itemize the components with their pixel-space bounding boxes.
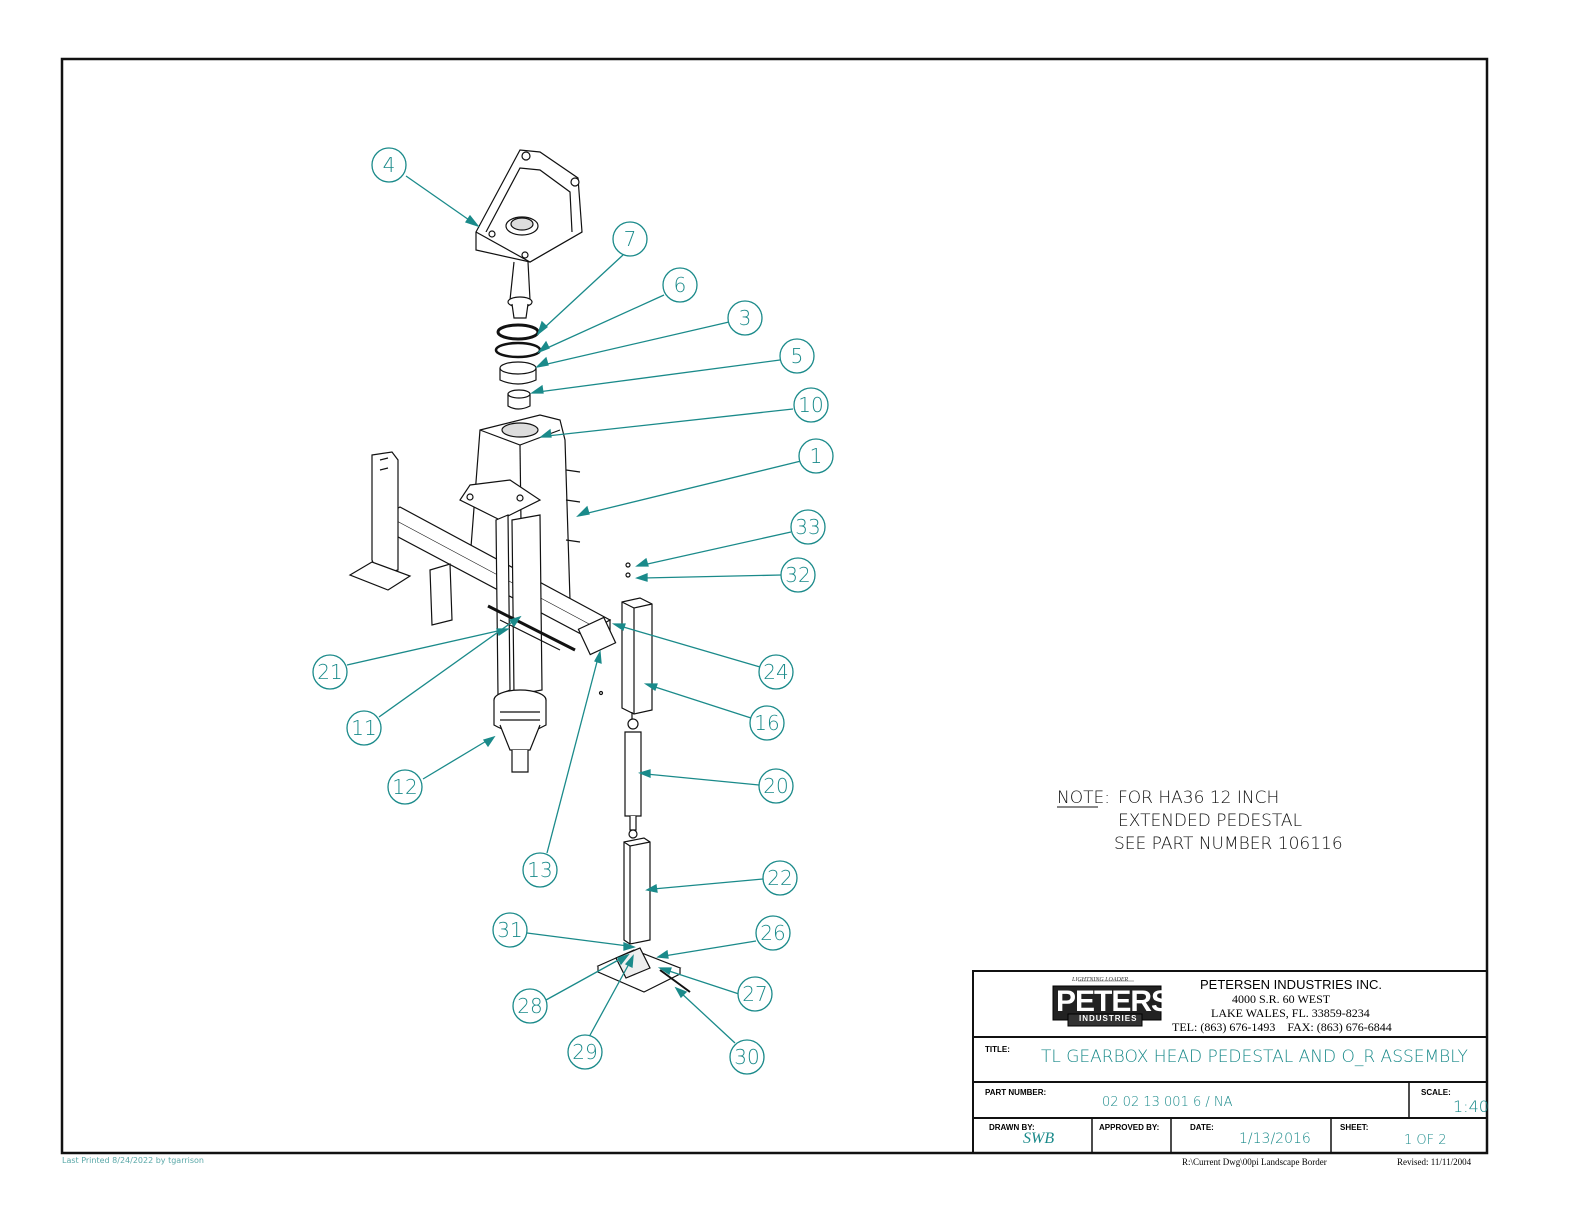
border-revised-date: Revised: 11/11/2004	[1397, 1157, 1472, 1167]
part-number-label: PART NUMBER:	[985, 1088, 1047, 1097]
note-line-3: SEE PART NUMBER 106116	[1114, 834, 1343, 854]
balloon-label: 27	[742, 982, 768, 1006]
balloon-label: 29	[572, 1040, 598, 1064]
balloon-circle-3	[727, 300, 763, 336]
date-value: 1/13/2016	[1239, 1131, 1311, 1147]
scale-value: 1:40	[1453, 1097, 1489, 1116]
balloon-label: 32	[785, 563, 811, 587]
scale-label: SCALE:	[1421, 1088, 1451, 1097]
balloon-circle-16	[749, 705, 785, 741]
balloon-label: 7	[623, 227, 637, 251]
balloon-label: 16	[754, 711, 780, 735]
part-number-value: 02 02 13 001 6 / NA	[1102, 1095, 1233, 1110]
balloon-circle-21	[312, 654, 348, 690]
balloon-circle-1	[798, 438, 834, 474]
balloon-label: 30	[734, 1045, 760, 1069]
balloon-circle-13	[522, 852, 558, 888]
balloon-label: 6	[673, 273, 687, 297]
balloon-circle-4	[371, 147, 407, 183]
exploded-assembly-drawing	[348, 149, 691, 993]
balloon-label: 10	[798, 393, 824, 417]
balloon-circle-28	[512, 988, 548, 1024]
balloon-label: 33	[795, 515, 821, 539]
company-address-1: 4000 S.R. 60 WEST	[1232, 992, 1331, 1006]
balloon-label: 5	[790, 344, 804, 368]
company-name: PETERSEN INDUSTRIES INC.	[1200, 977, 1383, 992]
balloon-circle-5	[779, 338, 815, 374]
balloon-circle-33	[790, 509, 826, 545]
balloon-label: 1	[809, 444, 823, 468]
drawing-border	[60, 57, 1489, 1155]
logo-tagline: LIGHTNING LOADER	[1072, 977, 1129, 983]
sheet-value: 1 OF 2	[1404, 1133, 1447, 1148]
balloon-circle-7	[612, 221, 648, 257]
balloon-circle-6	[662, 267, 698, 303]
balloon-circle-27	[737, 976, 773, 1012]
logo-sub: INDUSTRIES	[1079, 1014, 1138, 1023]
petersen-logo	[1052, 980, 1162, 1027]
balloon-circle-12	[387, 769, 423, 805]
sheet-label: SHEET:	[1340, 1123, 1369, 1132]
balloon-circle-26	[755, 915, 791, 951]
drawn-by-label: DRAWN BY:	[989, 1123, 1035, 1132]
balloon-circle-22	[762, 860, 798, 896]
last-printed-note: Last Printed 8/24/2022 by tgarrison	[62, 1156, 204, 1165]
date-label: DATE:	[1190, 1123, 1214, 1132]
approved-by-label: APPROVED BY:	[1099, 1123, 1160, 1132]
balloon-label: 26	[760, 921, 786, 945]
note-heading: NOTE:	[1057, 788, 1110, 808]
border-file-path: R:\Current Dwg\00pi Landscape Border	[1182, 1157, 1327, 1167]
drawing-title: TL GEARBOX HEAD PEDESTAL AND O_R ASSEMBL…	[1041, 1047, 1468, 1067]
balloon-circle-32	[780, 557, 816, 593]
logo-name: PETERSEN	[1056, 985, 1211, 1018]
balloon-label: 31	[497, 918, 523, 942]
note-line-1: FOR HA36 12 INCH	[1118, 788, 1280, 808]
balloon-circles	[312, 147, 834, 1075]
balloon-label: 3	[738, 306, 752, 330]
balloon-circle-29	[567, 1034, 603, 1070]
balloon-label: 24	[763, 660, 789, 684]
balloon-label: 13	[527, 858, 553, 882]
title-label: TITLE:	[985, 1045, 1010, 1054]
balloon-label: 11	[351, 716, 377, 740]
balloon-circle-20	[758, 768, 794, 804]
company-address-2: LAKE WALES, FL. 33859-8234	[1211, 1006, 1370, 1020]
balloon-circle-30	[729, 1039, 765, 1075]
balloon-label: 28	[517, 994, 543, 1018]
balloon-label: 22	[767, 866, 793, 890]
title-block-grid	[972, 970, 1488, 1154]
balloon-circle-11	[346, 710, 382, 746]
balloon-circle-24	[758, 654, 794, 690]
note-line-2: EXTENDED PEDESTAL	[1118, 811, 1303, 831]
drawn-by-value: SWB	[1023, 1130, 1055, 1147]
company-phone: TEL: (863) 676-1493 FAX: (863) 676-6844	[1172, 1020, 1392, 1034]
balloon-leaders	[346, 175, 802, 1044]
balloon-label: 12	[392, 775, 418, 799]
balloon-circle-10	[793, 387, 829, 423]
balloon-label: 21	[317, 660, 343, 684]
balloon-circle-31	[492, 912, 528, 948]
balloon-label: 4	[382, 153, 396, 177]
balloon-label: 20	[763, 774, 789, 798]
